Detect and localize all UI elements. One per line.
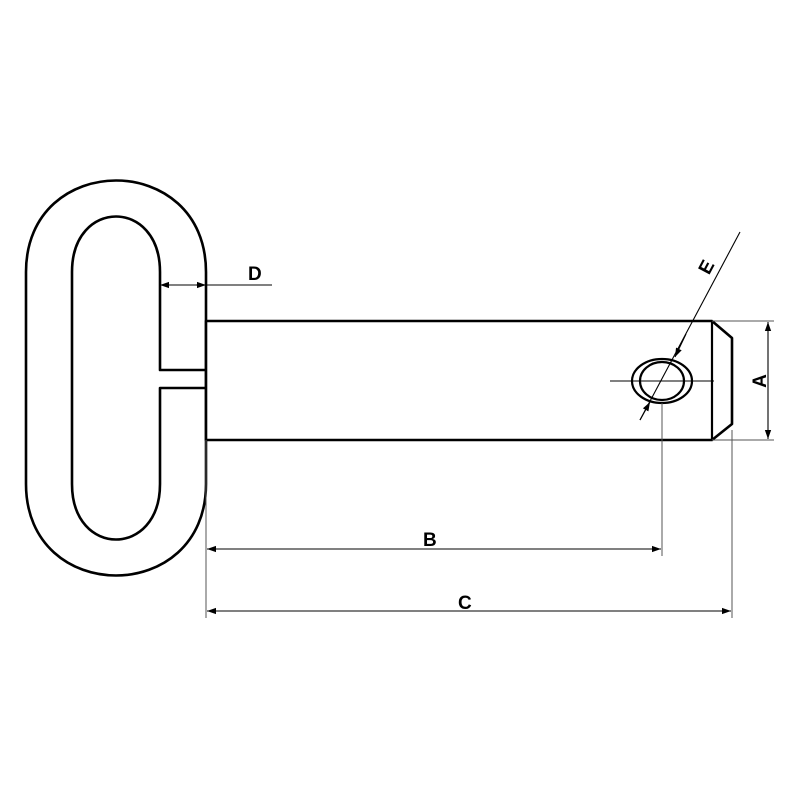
dimension-b-label: B — [423, 530, 437, 551]
handle-inner-opening — [70, 215, 208, 541]
dimension-e-arrow-lower — [639, 401, 651, 421]
dimension-b: B — [205, 403, 663, 618]
pin-shaft — [204, 319, 734, 442]
dimension-a: A — [712, 320, 774, 441]
dimension-a-label: A — [750, 374, 771, 388]
dimension-c: C — [207, 430, 733, 618]
dimension-d-label: D — [248, 264, 262, 285]
dimension-e-label: E — [695, 257, 719, 278]
dimension-e-arrow-upper — [674, 333, 687, 358]
pin-body-contour — [204, 319, 734, 442]
handle-loop — [24, 179, 208, 577]
dimension-c-label: C — [458, 593, 472, 614]
dimension-d: D — [160, 264, 272, 289]
dimension-e-line — [639, 231, 741, 421]
